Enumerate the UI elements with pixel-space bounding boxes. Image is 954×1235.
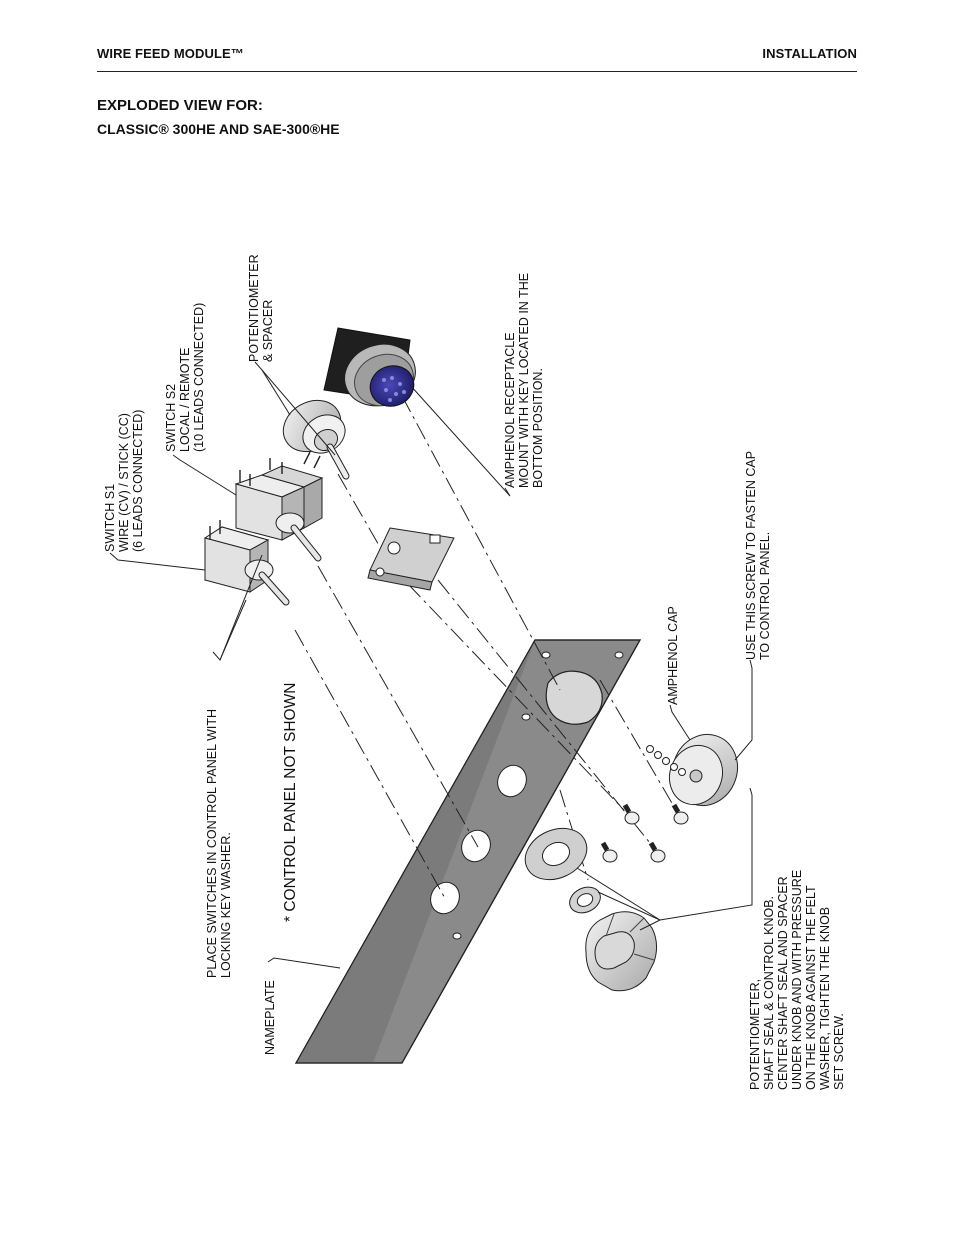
- label-switch-s2-line3: (10 LEADS CONNECTED): [192, 303, 206, 452]
- switch-s2: [234, 465, 324, 562]
- felt-washer: [524, 827, 588, 881]
- label-switch-s2-line1: SWITCH S2: [164, 384, 178, 452]
- label-place-switches-line1: PLACE SWITCHES IN CONTROL PANEL WITH: [205, 709, 219, 978]
- label-fasten-screw: USE THIS SCREW TO FASTEN CAP TO CONTROL …: [744, 451, 772, 660]
- svg-text:* CONTROL PANEL NOT SHOWN: * CONTROL PANEL NOT SHOWN: [282, 683, 299, 922]
- label-knob-line2: SHAFT SEAL & CONTROL KNOB.: [762, 896, 776, 1090]
- label-amphenol-cap-line1: AMPHENOL CAP: [666, 606, 680, 705]
- label-control-panel-not-shown: * CONTROL PANEL NOT SHOWN: [282, 683, 299, 922]
- potentiometer: [282, 399, 350, 480]
- label-knob-line1: POTENTIOMETER,: [748, 979, 762, 1090]
- label-switch-s2-line2: LOCAL / REMOTE: [178, 348, 192, 452]
- label-amphenol-cap: AMPHENOL CAP: [666, 606, 680, 705]
- switch-terminals: [209, 458, 283, 540]
- label-potentiometer-line1: POTENTIOMETER: [247, 254, 261, 362]
- label-amphenol-receptacle-line1: AMPHENOL RECEPTACLE: [503, 332, 517, 488]
- figure-subtitle: CLASSIC® 300HE AND SAE-300®HE: [97, 121, 340, 137]
- svg-text:NAMEPLATE: NAMEPLATE: [263, 980, 277, 1055]
- label-potentiometer: POTENTIOMETER & SPACER: [247, 254, 275, 362]
- label-place-switches-line2: LOCKING KEY WASHER.: [219, 832, 233, 978]
- amphenol-cap: [646, 733, 738, 807]
- label-knob-line5: ON THE KNOB AGAINST THE FELT: [804, 885, 818, 1090]
- amphenol-receptacle: [323, 327, 416, 407]
- header-section: INSTALLATION: [762, 46, 857, 61]
- label-switch-s1-line3: (6 LEADS CONNECTED): [131, 410, 145, 552]
- label-switch-s1-line1: SWITCH S1: [103, 484, 117, 552]
- mounting-bracket: [367, 527, 455, 591]
- label-switch-s1: SWITCH S1 WIRE (CV) / STICK (CC) (6 LEAD…: [103, 410, 145, 552]
- label-knob-instructions: POTENTIOMETER, SHAFT SEAL & CONTROL KNOB…: [748, 870, 846, 1090]
- label-knob-line7: SET SCREW.: [832, 1013, 846, 1090]
- label-amphenol-receptacle: AMPHENOL RECEPTACLE MOUNT WITH KEY LOCAT…: [503, 273, 545, 488]
- figure-title: EXPLODED VIEW FOR:: [97, 97, 263, 114]
- label-switch-s1-line2: WIRE (CV) / STICK (CC): [117, 413, 131, 552]
- label-place-switches: PLACE SWITCHES IN CONTROL PANEL WITH LOC…: [205, 709, 233, 978]
- label-knob-line4: UNDER KNOB AND WITH PRESSURE: [790, 870, 804, 1090]
- header-title: WIRE FEED MODULE™: [97, 46, 244, 61]
- label-amphenol-receptacle-line3: BOTTOM POSITION.: [531, 368, 545, 488]
- label-amphenol-receptacle-line2: MOUNT WITH KEY LOCATED IN THE: [517, 273, 531, 488]
- switch-s1: [203, 526, 290, 606]
- label-knob-line6: WASHER, TIGHTEN THE KNOB: [818, 907, 832, 1090]
- nameplate-panel: [294, 639, 642, 1064]
- screws: [600, 803, 689, 863]
- label-fasten-screw-line2: TO CONTROL PANEL.: [758, 532, 772, 660]
- label-knob-line3: CENTER SHAFT SEAL AND SPACER: [776, 876, 790, 1090]
- label-fasten-screw-line1: USE THIS SCREW TO FASTEN CAP: [744, 451, 758, 660]
- label-potentiometer-line2: & SPACER: [261, 300, 275, 362]
- header-rule: [97, 71, 857, 72]
- label-nameplate: NAMEPLATE: [263, 980, 277, 1055]
- label-switch-s2: SWITCH S2 LOCAL / REMOTE (10 LEADS CONNE…: [164, 303, 206, 452]
- leader-lines: [109, 361, 753, 969]
- control-knob: [585, 911, 658, 992]
- shaft-seal: [569, 886, 601, 914]
